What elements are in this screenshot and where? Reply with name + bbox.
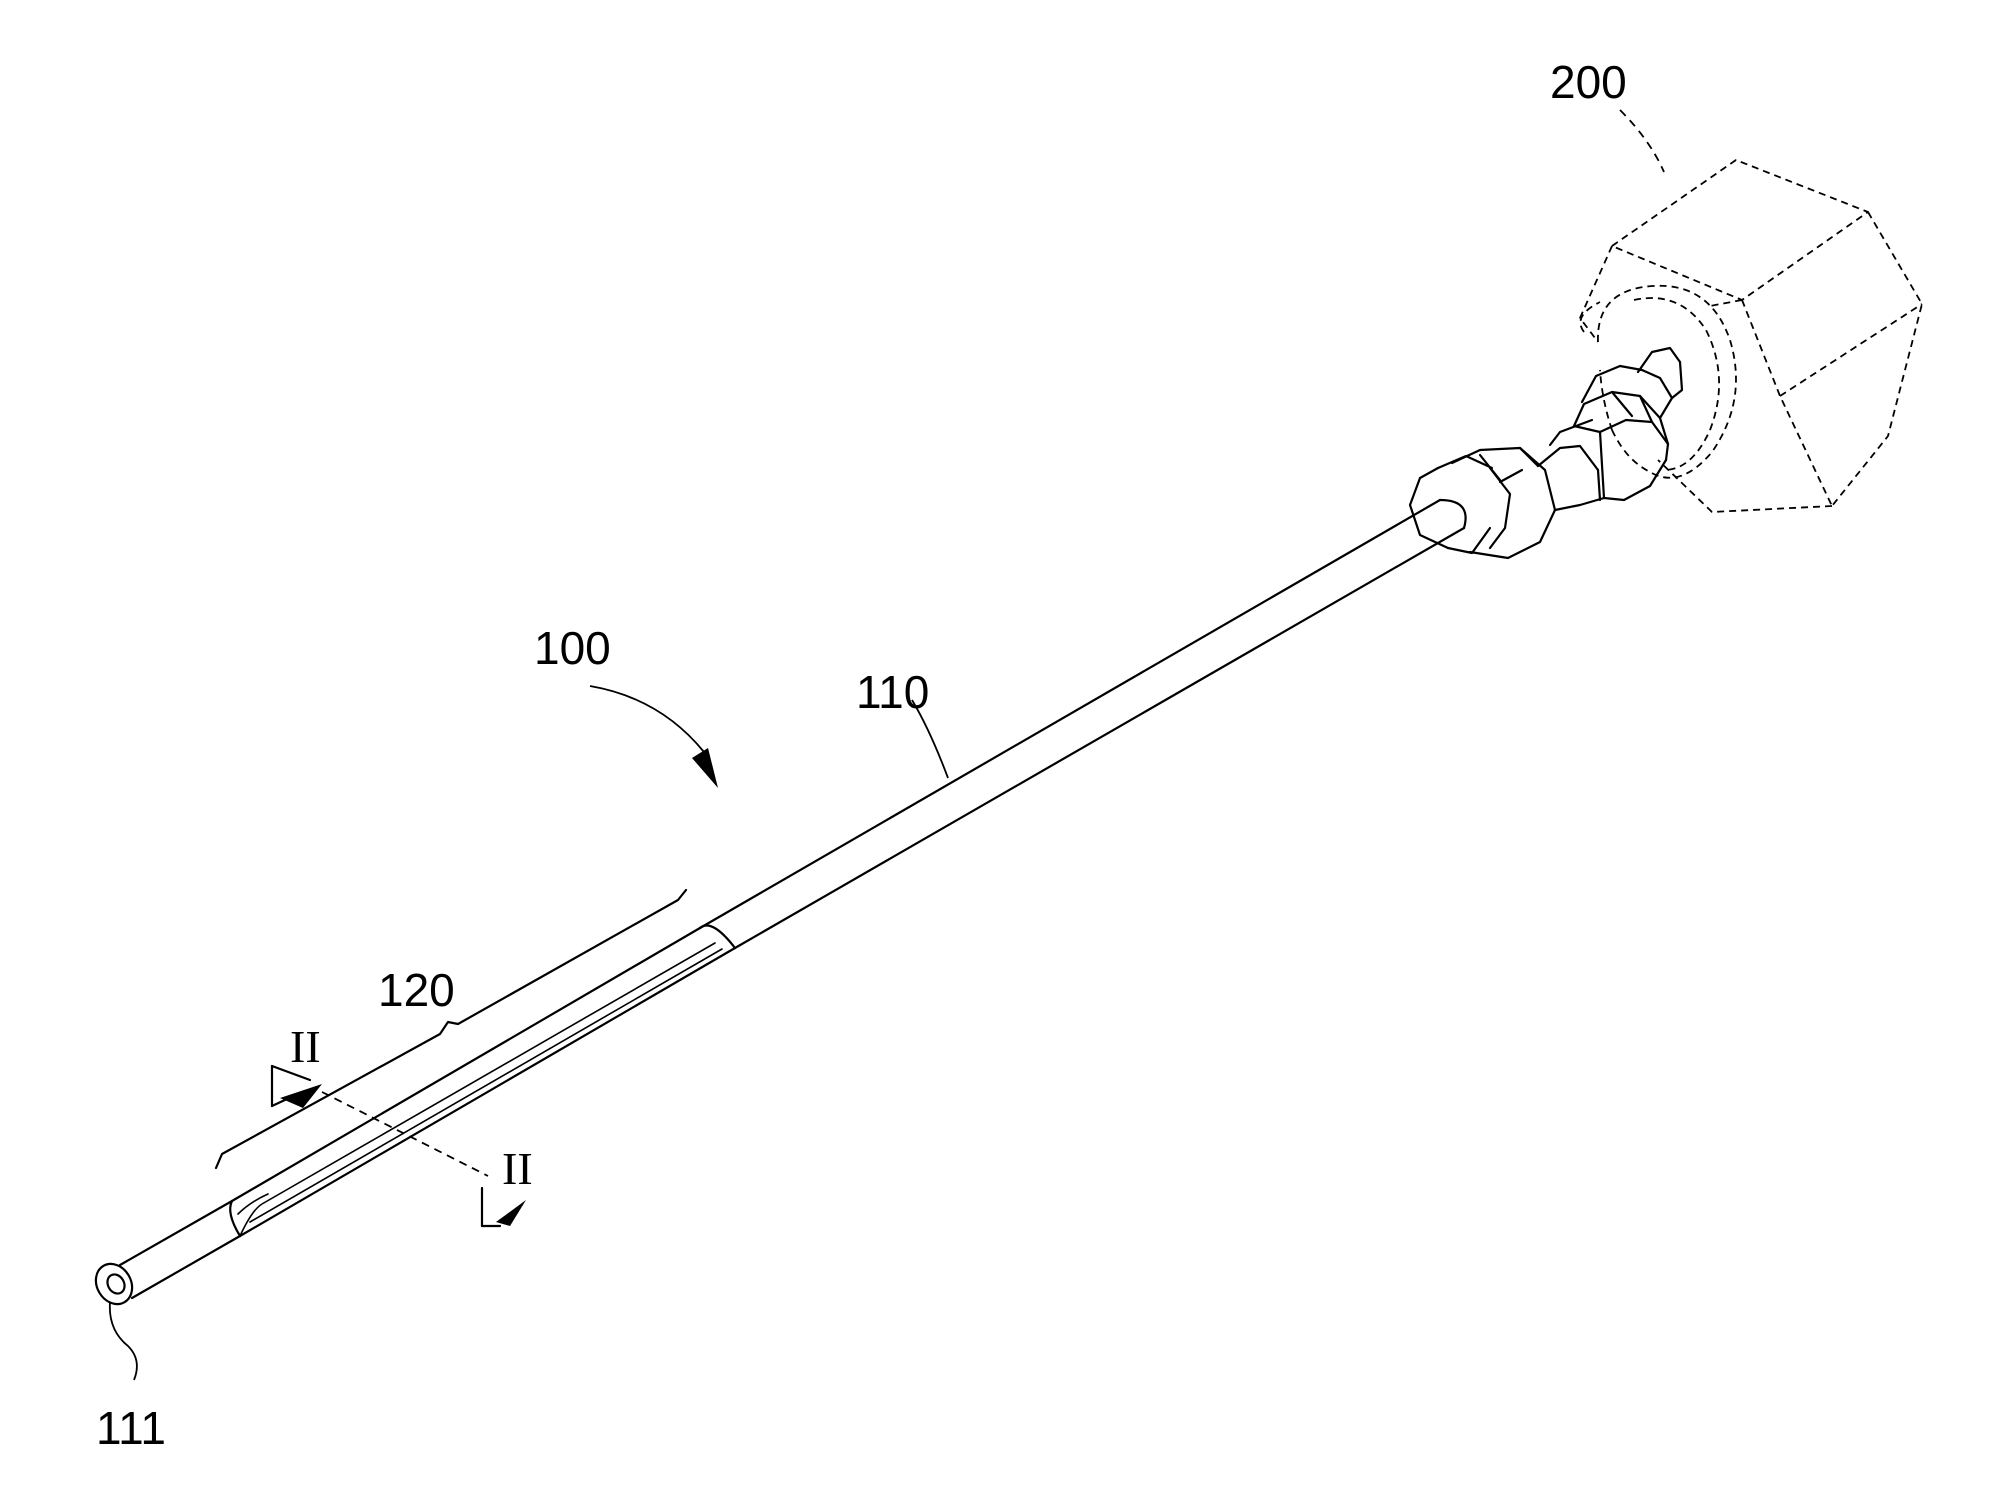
label-section-120: 120 [378,964,455,1016]
bracket-120 [214,888,688,1170]
fitting-collar [1580,346,1684,420]
label-assembly-100: 100 [534,622,611,674]
fitting-nut-small [1408,446,1557,560]
label-tip-111: 111 [96,1402,166,1454]
label-connector-200: 200 [1550,56,1627,108]
tip-111 [94,1262,134,1306]
fitting-nut-large [1572,390,1670,502]
leader-lines [108,109,1665,1381]
rod-110 [118,498,1467,1300]
label-section-mark-upper: II [290,1021,321,1072]
section-line-ii [270,1064,526,1228]
fitting-sleeve [1536,418,1606,512]
label-rod-110: 110 [856,666,929,718]
section-region-120 [229,924,737,1238]
label-section-mark-lower: II [502,1143,533,1194]
connector-200 [1579,159,1923,513]
